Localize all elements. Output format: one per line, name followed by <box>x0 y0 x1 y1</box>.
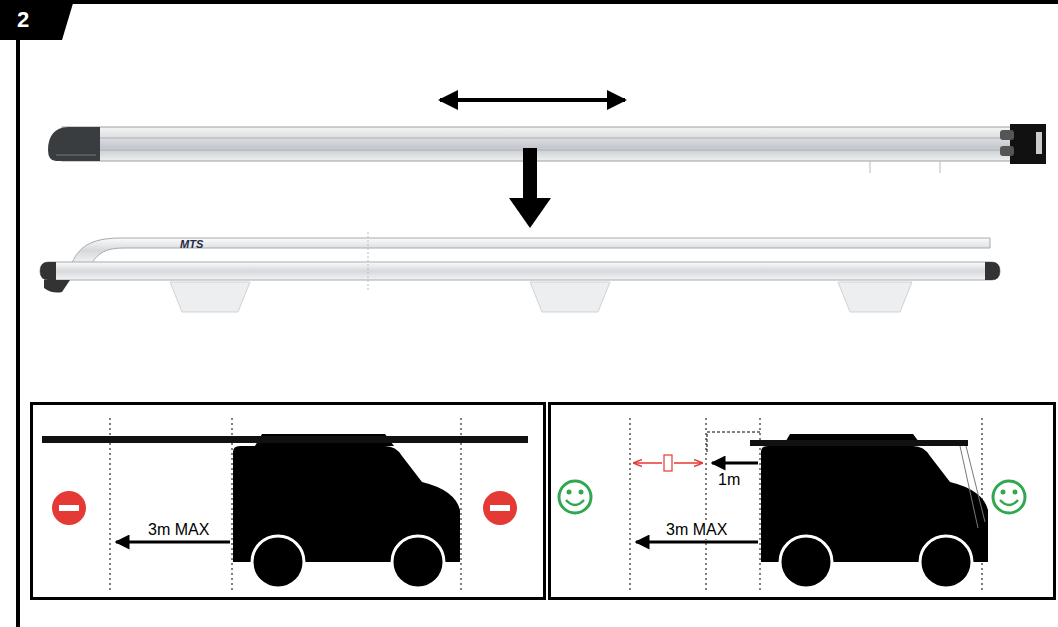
roof-bar <box>1036 132 1042 154</box>
car-silhouette <box>233 434 460 588</box>
roof-bar <box>940 161 941 173</box>
red-flag-symbol <box>634 455 702 471</box>
long-load <box>42 436 528 443</box>
short-load <box>750 440 968 446</box>
roof-bar <box>48 127 100 161</box>
example-panel: 3m MAX <box>30 402 546 600</box>
move-arrow <box>440 100 625 101</box>
smiley-icon <box>1013 490 1018 495</box>
dimension-text: 3m MAX <box>665 521 728 539</box>
car-silhouette <box>761 434 988 588</box>
badge-shape <box>0 0 74 40</box>
red-flag-symbol <box>664 455 672 471</box>
badge-shape <box>0 0 74 40</box>
frame-line <box>0 0 1058 4</box>
smiley-icon <box>1001 490 1006 495</box>
guide-line <box>630 418 631 592</box>
roof-bar <box>48 124 1046 173</box>
no-entry-sign <box>490 505 510 511</box>
length-arrow <box>116 463 758 542</box>
roof-bar <box>1000 146 1014 156</box>
guide-line <box>706 418 707 592</box>
assembled-rail <box>170 282 250 312</box>
step-number: 2 <box>16 7 30 33</box>
down-arrow <box>523 148 537 200</box>
frame-line <box>16 38 20 627</box>
dimension-text: 3m MAX <box>147 521 210 539</box>
smiley-icon <box>993 481 1025 513</box>
length-arrow <box>116 541 230 544</box>
brand-logo: MTS <box>180 239 203 250</box>
smiley-icon <box>1000 500 1018 505</box>
length-arrow <box>712 462 758 465</box>
red-flag-symbol <box>634 462 662 464</box>
down-arrow <box>509 148 551 228</box>
step-badge: 2 <box>0 0 74 40</box>
dimension-text: 1m <box>717 471 741 489</box>
smiley-icon <box>559 481 591 513</box>
example-panel: 1m 3m MAX <box>548 402 1056 600</box>
assembled-rail <box>40 262 1000 280</box>
roof-bar <box>1010 124 1046 164</box>
length-arrow <box>636 541 758 544</box>
smiley-icon <box>559 481 1025 513</box>
overhang-dash <box>707 432 760 452</box>
smiley-icon <box>566 500 584 505</box>
assembled-rail <box>838 282 912 312</box>
assembled-rail <box>44 280 70 293</box>
short-load <box>960 446 978 528</box>
overhang-dash <box>707 432 760 452</box>
assembled-rail <box>40 262 56 280</box>
no-entry-sign <box>59 505 79 511</box>
down-arrow <box>509 198 551 228</box>
assembled-rail <box>985 262 1000 280</box>
no-entry-sign <box>52 491 517 525</box>
assembled-rail <box>368 232 369 292</box>
smiley-icon <box>579 490 584 495</box>
roof-bar <box>95 150 1005 151</box>
roof-bar <box>95 138 1005 139</box>
short-load <box>750 440 985 528</box>
assembled-rail <box>40 232 1000 312</box>
no-entry-sign <box>483 491 517 525</box>
roof-bar <box>56 155 96 156</box>
guide-line <box>110 418 111 592</box>
roof-bar <box>870 161 871 173</box>
guide-line <box>232 418 233 592</box>
long-load <box>42 436 528 443</box>
guide-line <box>461 418 462 592</box>
car-silhouette <box>233 434 988 588</box>
assembled-rail <box>72 238 990 263</box>
roof-bar <box>1000 130 1014 140</box>
assembled-rail <box>530 282 610 312</box>
smiley-icon <box>567 490 572 495</box>
red-flag-symbol <box>674 462 702 464</box>
no-entry-sign <box>52 491 86 525</box>
move-arrow <box>440 98 625 102</box>
